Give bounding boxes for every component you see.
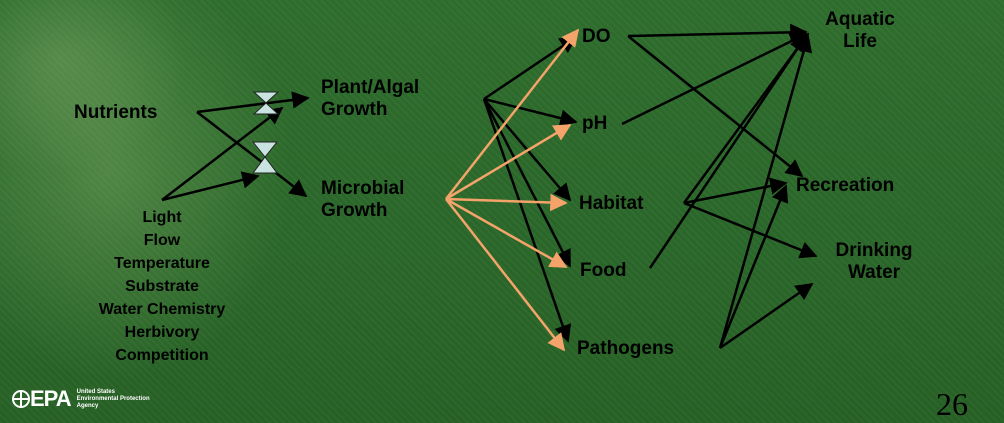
factor-item: Light: [62, 206, 262, 229]
driver-arrows: [162, 98, 308, 200]
node-plant-algal-growth: Plant/Algal Growth: [321, 77, 419, 121]
node-habitat: Habitat: [579, 193, 643, 215]
epa-logo-text: United States Environmental Protection A…: [77, 389, 150, 410]
node-recreation: Recreation: [796, 175, 894, 197]
arrow-habitat-drinking: [684, 203, 816, 256]
arrow-nutrients-plant: [197, 98, 308, 112]
node-microbial-line-1: Microbial: [321, 178, 404, 200]
epa-logo-line: United States: [77, 389, 150, 396]
arrow-pathogens-aquatic: [720, 36, 808, 348]
arrow-microbial-ph: [446, 125, 570, 199]
arrow-do-aquatic: [628, 32, 806, 36]
factor-item: Temperature: [62, 252, 262, 275]
epa-logo: EPA United States Environmental Protecti…: [12, 386, 150, 412]
node-plant-line-1: Plant/Algal: [321, 77, 419, 99]
node-aquatic-line-2: Life: [806, 31, 914, 53]
arrow-plant-food: [484, 99, 570, 266]
node-food: Food: [580, 260, 626, 282]
valve-icon: [253, 142, 277, 157]
factor-item: Herbivory: [62, 321, 262, 344]
epa-logo-mark: EPA: [30, 386, 71, 412]
arrow-microbial-do: [446, 30, 578, 199]
node-pathogens: Pathogens: [577, 338, 674, 360]
epa-logo-line: Agency: [77, 403, 150, 410]
epa-logo-line: Environmental Protection: [77, 396, 150, 403]
arrow-microbial-food: [446, 199, 566, 267]
node-drinking-line-2: Water: [818, 262, 930, 284]
arrow-plant-ph: [484, 99, 576, 122]
node-ph: pH: [582, 113, 607, 135]
node-do: DO: [582, 26, 611, 48]
factor-item: Water Chemistry: [62, 298, 262, 321]
microbial-growth-arrows: [446, 30, 578, 350]
node-nutrients: Nutrients: [74, 102, 157, 124]
slide-page-number: 26: [936, 386, 968, 423]
node-aquatic-line-1: Aquatic: [806, 9, 914, 31]
arrow-do-recreation: [628, 36, 802, 176]
plant-growth-arrows: [484, 37, 576, 341]
factor-item: Substrate: [62, 275, 262, 298]
node-microbial-growth: Microbial Growth: [321, 178, 404, 222]
node-drinking-line-1: Drinking: [818, 240, 930, 262]
factor-item: Competition: [62, 344, 262, 367]
node-drinking-water: Drinking Water: [818, 240, 930, 284]
node-plant-line-2: Growth: [321, 99, 419, 121]
use-arrows: [622, 32, 816, 348]
node-aquatic-life: Aquatic Life: [806, 9, 914, 53]
node-microbial-line-2: Growth: [321, 200, 404, 222]
epa-flower-icon: [12, 390, 30, 408]
arrow-nutrients-microbial: [197, 112, 306, 196]
arrow-microbial-habitat: [446, 199, 566, 203]
factor-list: Light Flow Temperature Substrate Water C…: [62, 206, 262, 367]
factor-item: Flow: [62, 229, 262, 252]
